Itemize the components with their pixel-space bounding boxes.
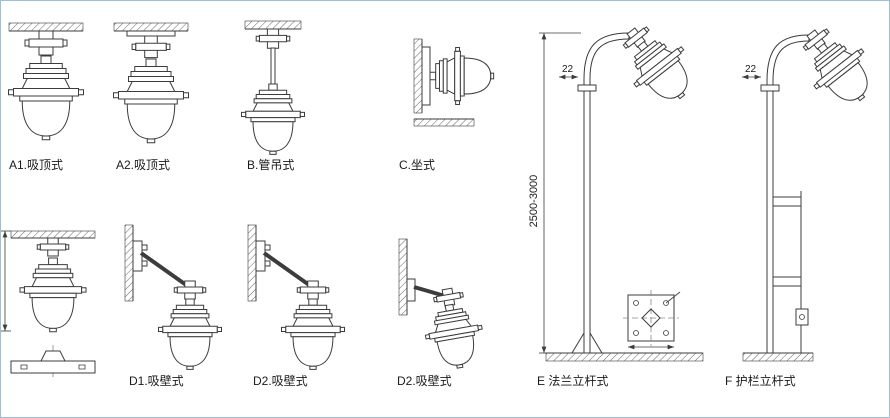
figure-a1-ceiling-mount [7,22,85,141]
mounting-arm [262,251,314,289]
bolt-hole [634,301,639,306]
figure-b-pipe-pendant [240,20,306,155]
label-a2: A2.吸顶式 [116,158,170,172]
pole-height-dimension: 2500-3000 [528,175,540,228]
wall-bracket [256,241,265,271]
pole-coupling [578,85,596,91]
junction-fitting-drawing [173,280,207,300]
lamp-drawing [280,298,346,370]
bracket-bolt [265,261,270,266]
label-d2a: D2.吸壁式 [253,373,308,388]
offset-dimension-f: 22 [745,64,757,75]
bolt-hole [664,301,669,306]
pole-coupling [761,85,779,91]
figure-d2b-wall-mount [398,238,489,374]
figure-d1-wall-mount [124,224,223,370]
gooseneck-curve [767,35,809,81]
junction-box-knob [800,315,805,320]
junction-fitting-drawing [36,237,70,257]
wall-hatch [124,224,134,302]
figure-mounting-bracket-detail [11,345,95,377]
rail-clamp [773,197,801,206]
figure-e-flange-pole: 22 2500-3000 [528,21,707,362]
base-gusset [590,333,602,353]
wall-hatch [247,224,257,302]
label-d1: D1.吸壁式 [129,373,184,388]
bolt-hole [664,331,669,336]
base-gusset [572,333,584,353]
bracket-bolt [265,245,270,250]
lamp-drawing [19,257,87,333]
gooseneck-curve [590,39,629,79]
mounting-plate [422,47,430,105]
label-f: F 护栏立杆式 [725,373,796,388]
label-c: C.坐式 [399,158,435,172]
offset-dimension-e: 22 [562,64,574,75]
ceiling-hatch [113,22,189,32]
label-e: E 法兰立杆式 [537,373,608,388]
lamp-drawing [7,55,85,141]
junction-fitting-drawing [131,35,171,59]
junction-fitting-drawing [296,280,330,300]
center-hole [642,309,660,327]
flange-plate-detail [623,290,680,350]
leader-line [666,292,680,303]
bracket-bolt [142,245,147,250]
ground-hatch [413,118,475,127]
wall-hatch [413,38,423,114]
lamp-drawing [157,298,223,370]
bolt-hole [79,365,85,369]
bolt-hole [21,365,27,369]
lamp-drawing [240,83,306,155]
wall-bracket [407,279,415,301]
ceiling-hatch [244,20,302,30]
junction-box [796,309,808,325]
mounting-plate [127,31,175,36]
bracket-bolt [142,261,147,266]
figure-a2-ceiling-mount [112,22,190,144]
figure-f-guardrail-pole: 22 [742,23,887,362]
gooseneck-curve [584,33,629,79]
junction-fitting-drawing [24,30,68,56]
ground-hatch [742,352,814,362]
junction-fitting-drawing [255,28,291,49]
wall-hatch [398,238,408,316]
figure-d2a-wall-mount [247,224,346,370]
label-d2b: D2.吸壁式 [397,373,452,388]
ground-hatch [545,352,704,362]
wall-bracket [133,241,142,271]
bracket-boss [41,351,65,361]
figure-c-seat-mount [413,38,495,127]
lamp-drawing [112,58,190,144]
lamp-drawing [429,47,495,105]
figure-pendant-dimensioned [1,230,96,333]
rail-clamp [773,277,801,286]
ceiling-hatch [8,22,84,32]
label-b: B.管吊式 [247,157,294,172]
mounting-arm [139,251,191,289]
pendant-pipe [271,48,275,84]
mounting-arm [413,285,446,298]
label-a1: A1.吸顶式 [9,158,63,172]
lamp-drawing [420,299,489,374]
bracket-plate [11,361,95,373]
ceiling-hatch [10,230,96,239]
gooseneck-curve [773,41,809,81]
bolt-hole [634,331,639,336]
